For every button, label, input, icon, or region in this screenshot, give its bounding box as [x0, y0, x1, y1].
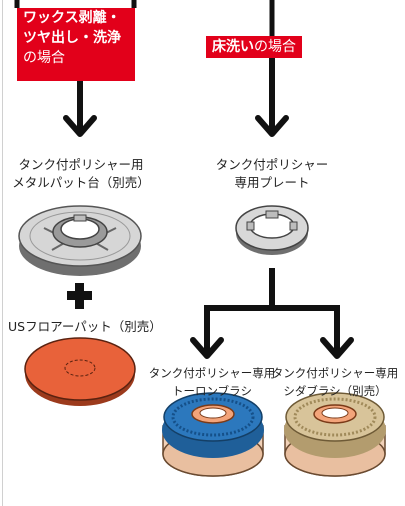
metal-pad-holder-label-line1: タンク付ポリシャー用	[18, 157, 144, 172]
dedicated-plate-label-line2: 専用プレート	[234, 175, 310, 190]
toron-brush-image	[162, 392, 264, 477]
us-floor-pad-label: USフロアーパット（別売）	[8, 319, 162, 334]
shida-brush-image	[284, 392, 386, 477]
plus-icon	[67, 283, 92, 309]
toron-brush-label-line1: タンク付ポリシャー専用	[148, 366, 276, 380]
metal-pad-holder-label: タンク付ポリシャー用 メタルパット台（別売）	[8, 156, 154, 192]
floor-label-bold: 床洗い	[212, 39, 254, 55]
dedicated-plate-image	[235, 205, 309, 255]
wax-label-line2: ツヤ出し・洗浄	[23, 30, 121, 46]
wax-strip-label: ワックス剥離・ ツヤ出し・洗浄 の場合	[17, 8, 135, 81]
down-arrow-brush-right-icon	[320, 305, 354, 359]
shida-brush-label: タンク付ポリシャー専用 シダブラシ（別売）	[266, 364, 404, 400]
floor-label-rest: の場合	[254, 39, 296, 55]
metal-pad-holder-label-line2: メタルパット台（別売）	[12, 175, 150, 190]
toron-brush-label: タンク付ポリシャー専用 トーロンブラシ	[142, 364, 282, 400]
dedicated-plate-label-line1: タンク付ポリシャー	[215, 157, 329, 172]
floor-wash-label: 床洗いの場合	[206, 36, 302, 58]
metal-pad-holder-image	[18, 205, 142, 276]
wax-label-line1: ワックス剥離・	[23, 10, 121, 26]
wax-label-line3: の場合	[23, 50, 65, 66]
dedicated-plate-label: タンク付ポリシャー 専用プレート	[205, 156, 339, 192]
shida-brush-label-line1: タンク付ポリシャー専用	[271, 366, 399, 380]
shida-brush-label-line2: シダブラシ（別売）	[283, 384, 387, 398]
toron-brush-label-line2: トーロンブラシ	[172, 384, 252, 398]
down-arrow-left-icon	[63, 81, 97, 137]
page-border	[2, 0, 3, 506]
down-arrow-brush-left-icon	[190, 305, 224, 359]
down-arrow-right-icon	[255, 58, 289, 137]
us-floor-pad-image	[24, 337, 136, 406]
branch-connector	[204, 268, 340, 311]
